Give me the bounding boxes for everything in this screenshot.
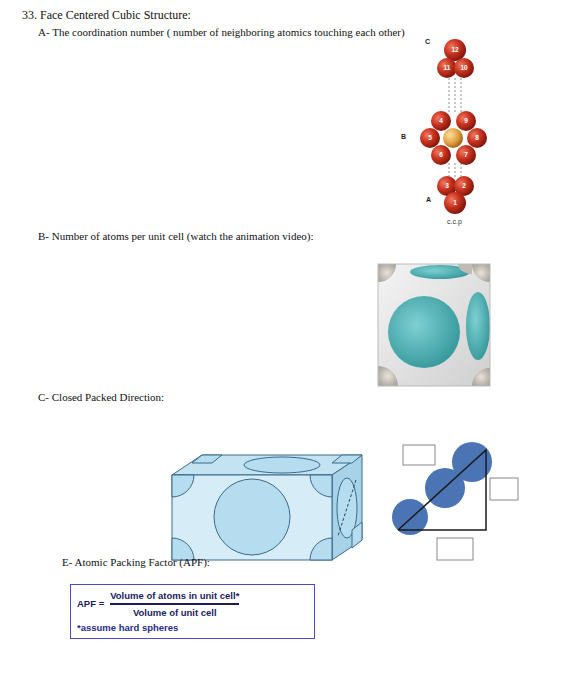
layer-letter: A	[426, 196, 431, 204]
figure-line	[449, 163, 450, 178]
figure-path	[172, 455, 362, 475]
layer-letter: B	[401, 133, 406, 141]
formula-box: APF =Volume of atoms in unit cell*Volume…	[70, 584, 315, 639]
numerator: Volume of atoms in unit cell*	[110, 590, 239, 601]
denominator: Volume of unit cell	[133, 607, 217, 618]
figure-path	[192, 455, 222, 463]
figure-circle	[431, 145, 451, 165]
fraction-bar	[110, 603, 239, 604]
footnote: *assume hard spheres	[77, 622, 306, 633]
figure-path	[172, 475, 194, 497]
figure-rect	[403, 445, 435, 465]
figure-path	[472, 368, 490, 386]
callout-number: 4	[439, 117, 443, 124]
figure-path	[378, 264, 396, 282]
layer-letter: C	[425, 38, 430, 46]
figure-circle	[443, 128, 463, 148]
callout-number: 8	[475, 134, 479, 141]
callout-number: 5	[428, 134, 432, 141]
formula-lhs: APF =	[77, 598, 104, 609]
figure-circle	[388, 296, 460, 368]
worksheet-title: 33. Face Centered Cubic Structure:	[22, 9, 191, 23]
callout-number: 11	[444, 64, 451, 71]
figure-caption: c.c.p	[447, 218, 462, 226]
figure-circle	[214, 479, 290, 555]
figure-line	[461, 163, 462, 178]
figure-polyline	[398, 450, 486, 530]
callout-number: 2	[462, 182, 466, 189]
figure-line	[455, 78, 456, 112]
formula-row: APF =Volume of atoms in unit cell*Volume…	[77, 590, 306, 618]
packed-direction-sketch	[392, 442, 518, 560]
figure-ellipse	[244, 457, 320, 473]
question-text: C- Closed Packed Direction:	[38, 391, 164, 404]
figure-line	[449, 78, 450, 112]
figure-path	[378, 366, 398, 386]
figure-path	[332, 455, 362, 560]
callout-number: 7	[464, 151, 468, 158]
figure-ellipse	[466, 292, 490, 360]
figure-circle	[456, 145, 476, 165]
figure-circle	[444, 192, 466, 214]
figure-circle	[431, 111, 451, 131]
ccp-stack	[420, 39, 487, 214]
figure-path	[332, 455, 362, 463]
callout-number: 6	[439, 151, 443, 158]
figure-path	[472, 264, 490, 282]
callout-number: 12	[451, 46, 458, 53]
callout-number: 3	[445, 182, 449, 189]
figure-path	[458, 264, 472, 274]
question-text: B- Number of atoms per unit cell (watch …	[38, 230, 314, 243]
figure-rect	[378, 264, 490, 386]
figure-rect	[490, 478, 518, 500]
figure-rect	[172, 475, 332, 560]
fraction: Volume of atoms in unit cell* Volume of u…	[110, 590, 239, 618]
figure-circle	[454, 58, 474, 78]
figure-line	[455, 163, 456, 178]
figure-path	[352, 522, 362, 548]
figure-path	[310, 538, 332, 560]
callout-number: 10	[460, 64, 467, 71]
close-packed-cube	[172, 455, 362, 560]
figure-rect	[378, 264, 490, 386]
figure-line	[461, 78, 462, 112]
question-text: E- Atomic Packing Factor (APF):	[62, 556, 210, 569]
callout-number: 9	[464, 117, 468, 124]
question-text: A- The coordination number ( number of n…	[38, 26, 405, 39]
figure-rect	[437, 538, 473, 560]
figure-circle	[444, 39, 466, 61]
figure-circle	[420, 128, 440, 148]
figure-line	[338, 480, 356, 536]
figure-path	[310, 475, 332, 497]
unit-cell	[378, 264, 490, 386]
figure-circle	[467, 128, 487, 148]
callout-number: 1	[453, 199, 457, 206]
figure-circle	[456, 111, 476, 131]
